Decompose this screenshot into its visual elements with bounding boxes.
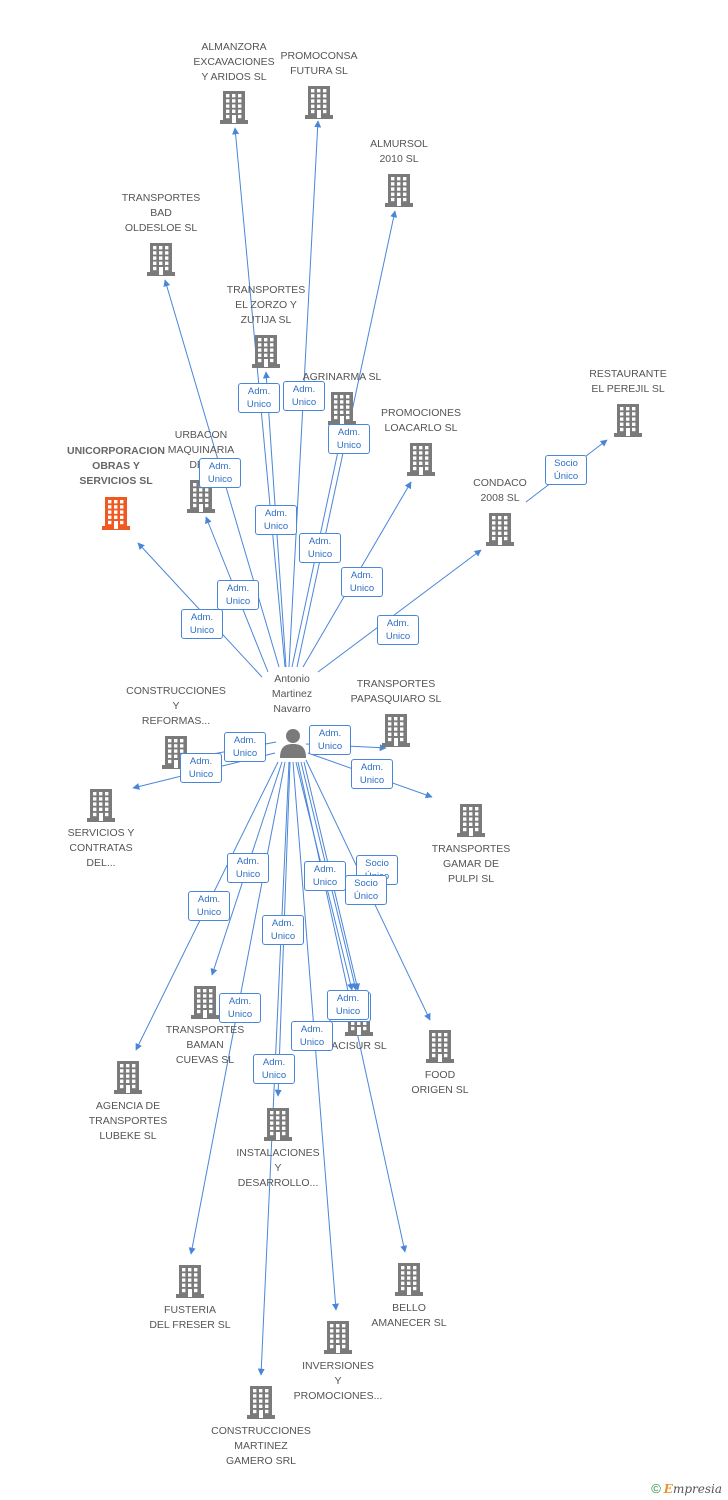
- edge-role-label[interactable]: Socio Único: [545, 455, 587, 485]
- company-name[interactable]: CONSTRUCCIONES Y REFORMAS...: [126, 685, 226, 727]
- company-name[interactable]: SERVICIOS Y CONTRATAS DEL...: [67, 827, 135, 869]
- company-name[interactable]: TRANSPORTES BAMAN CUEVAS SL: [165, 1024, 245, 1066]
- brand-logo: Empresia: [663, 1482, 722, 1496]
- company-name[interactable]: UNICORPORACION OBRAS Y SERVICIOS SL: [66, 445, 165, 487]
- company-building-icon[interactable]: [613, 403, 643, 437]
- company-name[interactable]: TRANSPORTES GAMAR DE PULPI SL: [431, 843, 511, 885]
- company-name[interactable]: TRANSPORTES BAD OLDESLOE SL: [121, 192, 201, 234]
- company-name[interactable]: ALMANZORA EXCAVACIONES Y ARIDOS SL: [193, 41, 275, 83]
- edge-role-label[interactable]: Adm. Unico: [351, 759, 393, 789]
- focus-company-building-icon[interactable]: [101, 496, 131, 530]
- company-name[interactable]: FUSTERIA DEL FRESER SL: [149, 1304, 231, 1331]
- edge-role-label[interactable]: Adm. Unico: [188, 891, 230, 921]
- company-building-icon[interactable]: [146, 242, 176, 276]
- copyright-icon: ©: [651, 1481, 661, 1496]
- edge-role-label[interactable]: Adm. Unico: [283, 381, 325, 411]
- company-building-icon[interactable]: [425, 1029, 455, 1063]
- edge-role-label[interactable]: Adm. Unico: [327, 990, 369, 1020]
- company-name[interactable]: ACISUR SL: [331, 1040, 387, 1052]
- company-building-icon[interactable]: [263, 1107, 293, 1141]
- edge-role-label[interactable]: Adm. Unico: [304, 861, 346, 891]
- edge-e8: [317, 549, 482, 673]
- edge-role-label[interactable]: Adm. Unico: [227, 853, 269, 883]
- company-building-icon[interactable]: [190, 985, 220, 1019]
- edge-role-label[interactable]: Adm. Unico: [291, 1021, 333, 1051]
- company-name[interactable]: BELLO AMANECER SL: [371, 1302, 447, 1329]
- edge-role-label[interactable]: Adm. Unico: [377, 615, 419, 645]
- edge-role-label[interactable]: Adm. Unico: [199, 458, 241, 488]
- brand-footer: ©Empresia: [651, 1481, 722, 1496]
- edge-role-label[interactable]: Adm. Unico: [180, 753, 222, 783]
- edge-role-label[interactable]: Adm. Unico: [238, 383, 280, 413]
- company-building-icon[interactable]: [113, 1060, 143, 1094]
- edge-role-label[interactable]: Adm. Unico: [255, 505, 297, 535]
- edge-role-label[interactable]: Socio Único: [345, 875, 387, 905]
- company-building-icon[interactable]: [186, 479, 216, 513]
- edge-role-label[interactable]: Adm. Unico: [181, 609, 223, 639]
- company-building-icon[interactable]: [384, 173, 414, 207]
- edge-role-label[interactable]: Adm. Unico: [299, 533, 341, 563]
- company-name[interactable]: CONDACO 2008 SL: [473, 477, 527, 504]
- company-name[interactable]: TRANSPORTES PAPASQUIARO SL: [350, 678, 442, 705]
- company-name[interactable]: PROMOCONSA FUTURA SL: [280, 50, 358, 77]
- company-building-icon[interactable]: [246, 1385, 276, 1419]
- company-name[interactable]: FOOD ORIGEN SL: [411, 1069, 469, 1096]
- company-building-icon[interactable]: [327, 391, 357, 425]
- company-building-icon[interactable]: [219, 90, 249, 124]
- edge-role-label[interactable]: Adm. Unico: [253, 1054, 295, 1084]
- company-building-icon[interactable]: [304, 85, 334, 119]
- company-name[interactable]: INSTALACIONES Y DESARROLLO...: [236, 1147, 320, 1189]
- company-building-icon[interactable]: [175, 1264, 205, 1298]
- company-building-icon[interactable]: [485, 512, 515, 546]
- company-name[interactable]: AGRINARMA SL: [302, 371, 382, 383]
- edge-role-label[interactable]: Adm. Unico: [328, 424, 370, 454]
- company-building-icon[interactable]: [323, 1320, 353, 1354]
- edge-role-label[interactable]: Adm. Unico: [262, 915, 304, 945]
- company-building-icon[interactable]: [406, 442, 436, 476]
- company-name[interactable]: TRANSPORTES EL ZORZO Y ZUTIJA SL: [226, 284, 306, 326]
- company-name[interactable]: INVERSIONES Y PROMOCIONES...: [293, 1360, 383, 1402]
- company-building-icon[interactable]: [394, 1262, 424, 1296]
- edge-role-label[interactable]: Adm. Unico: [341, 567, 383, 597]
- company-name[interactable]: AGENCIA DE TRANSPORTES LUBEKE SL: [88, 1100, 168, 1142]
- edge-role-label[interactable]: Adm. Unico: [219, 993, 261, 1023]
- company-name[interactable]: ALMURSOL 2010 SL: [370, 138, 428, 165]
- company-building-icon[interactable]: [456, 803, 486, 837]
- company-name[interactable]: PROMOCIONES LOACARLO SL: [381, 407, 461, 434]
- edge-role-label[interactable]: Adm. Unico: [309, 725, 351, 755]
- company-building-icon[interactable]: [381, 713, 411, 747]
- company-building-icon[interactable]: [251, 334, 281, 368]
- company-name[interactable]: CONSTRUCCIONES MARTINEZ GAMERO SRL: [211, 1425, 311, 1467]
- person-icon[interactable]: [279, 728, 307, 763]
- edge-role-label[interactable]: Adm. Unico: [224, 732, 266, 762]
- person-name[interactable]: Antonio Martinez Navarro: [271, 673, 313, 715]
- edge-role-label[interactable]: Adm. Unico: [217, 580, 259, 610]
- company-building-icon[interactable]: [86, 788, 116, 822]
- company-name[interactable]: RESTAURANTE EL PEREJIL SL: [589, 368, 667, 395]
